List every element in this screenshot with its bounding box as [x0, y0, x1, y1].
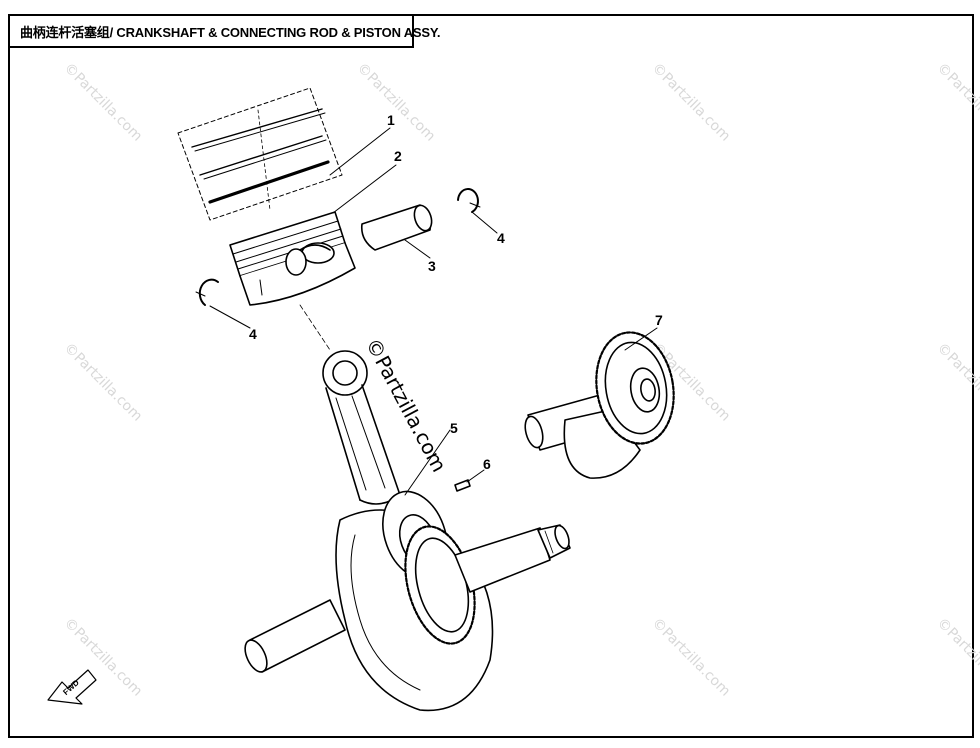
leader-lines [209, 127, 658, 496]
callout-2: 2 [394, 148, 402, 164]
callout-7: 7 [655, 312, 663, 328]
callout-4-left: 4 [249, 326, 257, 342]
connecting-rod [322, 350, 401, 505]
balance-shaft [524, 331, 675, 479]
piston-pin [360, 204, 433, 251]
circlip-right [457, 188, 481, 213]
crankshaft [244, 490, 571, 712]
callout-4-right: 4 [497, 230, 505, 246]
diagram-frame [8, 14, 974, 738]
piston [229, 211, 356, 306]
callout-1: 1 [387, 112, 395, 128]
callout-5: 5 [450, 420, 458, 436]
diagram-title: 曲柄连杆活塞组/ CRANKSHAFT & CONNECTING ROD & P… [8, 14, 440, 48]
woodruff-key [454, 479, 471, 492]
circlip-left [195, 278, 219, 306]
callout-6: 6 [483, 456, 491, 472]
fwd-arrow-icon [47, 669, 97, 705]
piston-rings [177, 87, 343, 221]
callout-3: 3 [428, 258, 436, 274]
